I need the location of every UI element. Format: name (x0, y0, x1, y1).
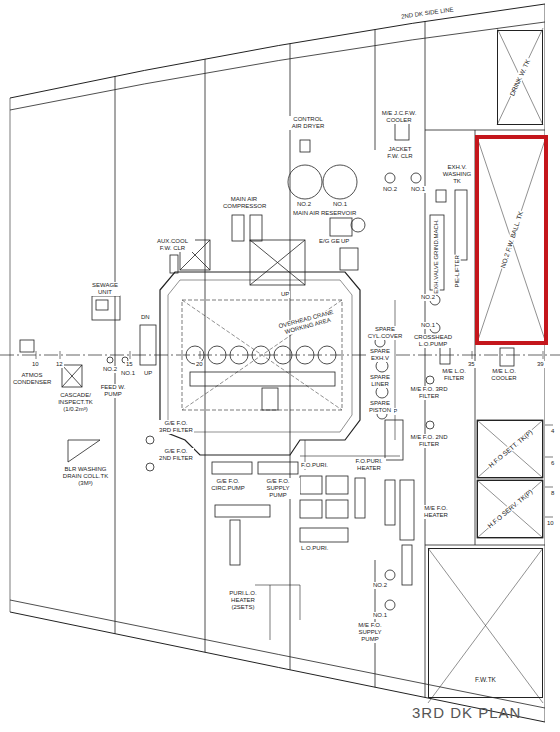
equipment-label: PIE-LIFTER (454, 254, 461, 288)
frame-number: 10 (546, 520, 555, 527)
equipment-label: NO.1 (372, 612, 388, 619)
equipment-label: F.O.PURI. HEATER (352, 458, 386, 472)
equipment-label: NO.1 (332, 201, 348, 208)
equipment-label: EXH.VALVE GRIND.MACH. (433, 218, 440, 294)
equipment-label: L.O.PURI. (300, 545, 329, 552)
frame-number: 4 (550, 428, 555, 435)
frame-number: 15 (125, 361, 134, 368)
frame-number: 35 (467, 361, 476, 368)
equipment-label: G/E F.O. SUPPLY PUMP (256, 478, 300, 499)
equipment-label: G/E F.O. CIRC.PUMP (206, 478, 250, 492)
equipment-label: DN (140, 314, 151, 321)
tank-box: H.F.O SERV. TK(P) (477, 480, 543, 538)
tank-box: DRINK W. TK (497, 30, 543, 125)
frame-number: 39 (536, 361, 545, 368)
equipment-label: OVERHEAD CRANE WORKING AREA (274, 308, 339, 338)
frame-number: 12 (55, 361, 64, 368)
drawing-title: 3RD DK PLAN (412, 704, 521, 721)
equipment-label: NO.1 (420, 322, 436, 329)
equipment-label: M/E F.O. HEATER (418, 505, 454, 519)
equipment-label: AUX.COOL F.W. CLR (150, 238, 195, 252)
equipment-label: EXH.V. WASHING TK (440, 164, 474, 185)
equipment-label: UP (280, 291, 290, 298)
equipment-label: CONTROL AIR DRYER (288, 116, 328, 130)
frame-number: 20 (195, 361, 204, 368)
equipment-label: MAIN AIR COMPRESSOR (222, 196, 266, 210)
tank-box: NO.2 F.W. BALL. TK (475, 135, 548, 345)
equipment-label: M/E F.O. 2ND FILTER (408, 434, 450, 448)
equipment-label: PURI.L.O. HEATER (2SETS) (218, 590, 268, 611)
equipment-label: M/E F.O. 3RD FILTER (408, 386, 450, 400)
equipment-label: SEWAGE UNIT (90, 282, 120, 296)
equipment-label: NO.2 (420, 294, 436, 301)
equipment-label: G/E F.O. 2ND FILTER (158, 448, 194, 462)
equipment-label: CROSSHEAD L.O.PUMP (412, 334, 454, 348)
equipment-label: BLR WASHING DRAIN COLL.TK (3M³) (58, 466, 113, 487)
equipment-label: UP (340, 238, 350, 245)
equipment-label: NO.1 (120, 370, 136, 377)
frame-number: 10 (31, 361, 40, 368)
frame-number: 8 (550, 490, 555, 497)
equipment-label: NO.2 (382, 186, 398, 193)
equipment-label: M/E F.O. SUPPLY PUMP (348, 622, 392, 643)
equipment-label: NO.2 (102, 366, 118, 373)
frame-number: 6 (550, 460, 555, 467)
tank-name: H.F.O SETT. TK(P) (486, 428, 534, 470)
equipment-label: MAIN AIR RESERVOIR (292, 210, 357, 217)
tank-box: F.W.TK (428, 548, 543, 698)
equipment-label: SPARE LINER (366, 374, 394, 388)
tank-name: F.W.TK (474, 676, 497, 683)
equipment-label: M/E L.O. FILTER (436, 368, 472, 382)
equipment-label: NO.1 (410, 186, 426, 193)
equipment-label: NO.2 (296, 201, 312, 208)
equipment-label: SPARE EXH.V (366, 348, 394, 362)
tank-box: H.F.O SETT. TK(P) (477, 420, 543, 478)
tank-name: H.F.O SERV. TK(P) (486, 488, 535, 531)
equipment-label: M/E L.O. COOLER (486, 368, 522, 382)
equipment-label: F.O.PURI. (300, 462, 329, 469)
equipment-label: G/E F.O. 3RD FILTER (158, 420, 194, 434)
equipment-label: SPARE CYL.COVER (366, 326, 404, 340)
equipment-label: NO.2 (372, 582, 388, 589)
tank-name: DRINK W. TK (508, 57, 532, 98)
tank-name: NO.2 F.W. BALL. TK (499, 210, 525, 270)
equipment-label: UP (143, 370, 153, 377)
equipment-label: SPARE PISTON (366, 400, 394, 414)
equipment-label: CASCADE/ INSPECT.TK (1/0.2m³) (48, 392, 103, 413)
equipment-label: JACKET F.W. CLR (382, 146, 418, 160)
equipment-label: ATMOS CONDENSER (12, 372, 52, 386)
equipment-label: M/E J.C.F.W. COOLER (378, 110, 420, 124)
